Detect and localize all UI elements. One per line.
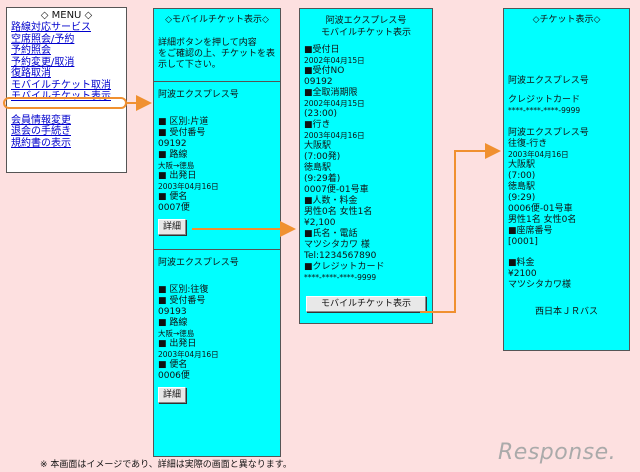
detail-row: ■全取消期限: [304, 88, 358, 98]
detail-row: ****-****-****-9999: [304, 273, 377, 282]
detail-row: [0001]: [508, 237, 538, 247]
show-mobile-ticket-button[interactable]: モバイルチケット表示: [305, 296, 426, 312]
departure-date: 2003年04月16日: [158, 182, 219, 191]
detail-row: (9:29): [508, 193, 536, 203]
menu-link-mobile-ticket-cancel[interactable]: モバイルチケット取消: [11, 79, 111, 91]
receipt-number: 09193: [158, 307, 187, 317]
bus-number: 0006便: [158, 371, 190, 381]
footnote: ※ 本画面はイメージであり、詳細は実際の画面と異なります。: [40, 460, 292, 470]
detail-row: 2003年04月16日: [508, 150, 569, 159]
passenger-name: マツシタカワ様: [508, 280, 572, 290]
route-label: ■ 路線: [158, 150, 188, 160]
ticket-type: ■ 区別:往復: [158, 285, 209, 295]
menu-link-terms[interactable]: 規約書の表示: [11, 137, 71, 149]
panel-subtitle: モバイルチケット表示: [320, 28, 411, 38]
intro-text: 詳細ボタンを押して内容: [158, 38, 257, 48]
highlight-outline: [3, 97, 127, 109]
ticket-display-panel: ◇チケット表示◇ 阿波エクスプレス号 クレジットカード ****-****-**…: [503, 8, 630, 351]
card-label: クレジットカード: [508, 95, 581, 105]
detail-row: 0007便-01号車: [304, 185, 369, 195]
detail-row: 大阪駅: [304, 141, 332, 151]
menu-link-withdraw[interactable]: 退会の手続き: [11, 126, 71, 137]
detail-row: 2002年04月15日: [304, 56, 365, 65]
ticket-list-panel: ◇モバイルチケット表示◇ 詳細ボタンを押して内容 をご確認の上、チケットを表 示…: [153, 8, 281, 457]
intro-text: をご確認の上、チケットを表: [158, 49, 276, 59]
detail-row: ■行き: [304, 120, 331, 130]
bus-label: ■ 便名: [158, 192, 188, 202]
detail-row: ¥2,100: [304, 218, 336, 228]
panel-header: ◇モバイルチケット表示◇: [165, 15, 269, 25]
card-number: ****-****-****-9999: [508, 106, 581, 115]
route-value: 大阪→徳島: [158, 329, 195, 338]
menu-link-reservation-change[interactable]: 予約変更/取消: [11, 56, 75, 68]
departure-label: ■ 出発日: [158, 171, 197, 181]
detail-button[interactable]: 詳細: [158, 219, 187, 235]
detail-row: 2003年04月16日: [304, 131, 365, 140]
detail-row: ■クレジットカード: [304, 262, 385, 272]
receipt-number: 09192: [158, 139, 187, 149]
detail-row: ■受付日: [304, 45, 340, 55]
menu-link-seat-reservation[interactable]: 空席照会/予約: [11, 33, 75, 45]
detail-row: ■氏名・電話: [304, 229, 358, 239]
departure-label: ■ 出発日: [158, 339, 197, 349]
company-name: 西日本ＪＲバス: [534, 307, 598, 317]
ticket-name: 阿波エクスプレス号: [508, 128, 589, 138]
menu-panel: ◇ MENU ◇ 路線対応サービス 空席照会/予約 予約照会 予約変更/取消 復…: [6, 7, 127, 173]
ticket-name: 阿波エクスプレス号: [158, 258, 239, 268]
receipt-label: ■ 受付番号: [158, 296, 206, 306]
detail-row: (23:00): [304, 109, 337, 119]
detail-row: 男性1名 女性0名: [508, 215, 577, 225]
detail-row: 往復-行き: [508, 139, 548, 149]
response-logo: Response.: [498, 440, 617, 465]
intro-text: 示して下さい。: [158, 60, 221, 70]
panel-title: 阿波エクスプレス号: [325, 16, 407, 26]
ticket-type: ■ 区別:片道: [158, 117, 209, 127]
arrow-detail-to-ticket: [420, 143, 501, 313]
detail-row: マツシタカワ 様: [304, 240, 370, 250]
bus-number: 0007便: [158, 203, 190, 213]
receipt-label: ■ 受付番号: [158, 128, 206, 138]
ticket-name: 阿波エクスプレス号: [508, 76, 589, 86]
detail-row: (7:00発): [304, 152, 341, 162]
ticket-name: 阿波エクスプレス号: [158, 90, 239, 100]
detail-row: 大阪駅: [508, 160, 536, 170]
bus-label: ■ 便名: [158, 360, 188, 370]
fee-value: ¥2100: [508, 269, 537, 279]
menu-link-mobile-ticket-display[interactable]: モバイルチケット表示: [11, 91, 111, 102]
menu-link-route-service[interactable]: 路線対応サービス: [11, 22, 91, 33]
detail-row: ■受付NO: [304, 66, 345, 76]
detail-button[interactable]: 詳細: [158, 387, 187, 403]
detail-row: 0006便-01号車: [508, 204, 573, 214]
detail-row: 2002年04月15日: [304, 99, 365, 108]
panel-header: ◇チケット表示◇: [532, 15, 601, 25]
route-label: ■ 路線: [158, 318, 188, 328]
detail-row: (7:00): [508, 171, 536, 181]
detail-row: ■人数・料金: [304, 196, 358, 206]
detail-row: (9:29着): [304, 174, 341, 184]
detail-row: 徳島駅: [304, 163, 332, 173]
detail-row: ■座席番号: [508, 226, 553, 236]
detail-row: 徳島駅: [508, 182, 536, 192]
menu-link-member-info[interactable]: 会員情報変更: [11, 114, 71, 126]
route-value: 大阪→徳島: [158, 161, 195, 170]
menu-title: ◇ MENU ◇: [40, 10, 93, 21]
departure-date: 2003年04月16日: [158, 350, 219, 359]
menu-link-reservation-inquiry[interactable]: 予約照会: [11, 45, 51, 56]
detail-row: 男性0名 女性1名: [304, 207, 373, 217]
detail-row: Tel:1234567890: [304, 251, 377, 261]
fee-label: ■料金: [508, 258, 535, 268]
menu-link-return-cancel[interactable]: 復路取消: [11, 68, 51, 79]
detail-row: 09192: [304, 77, 333, 87]
